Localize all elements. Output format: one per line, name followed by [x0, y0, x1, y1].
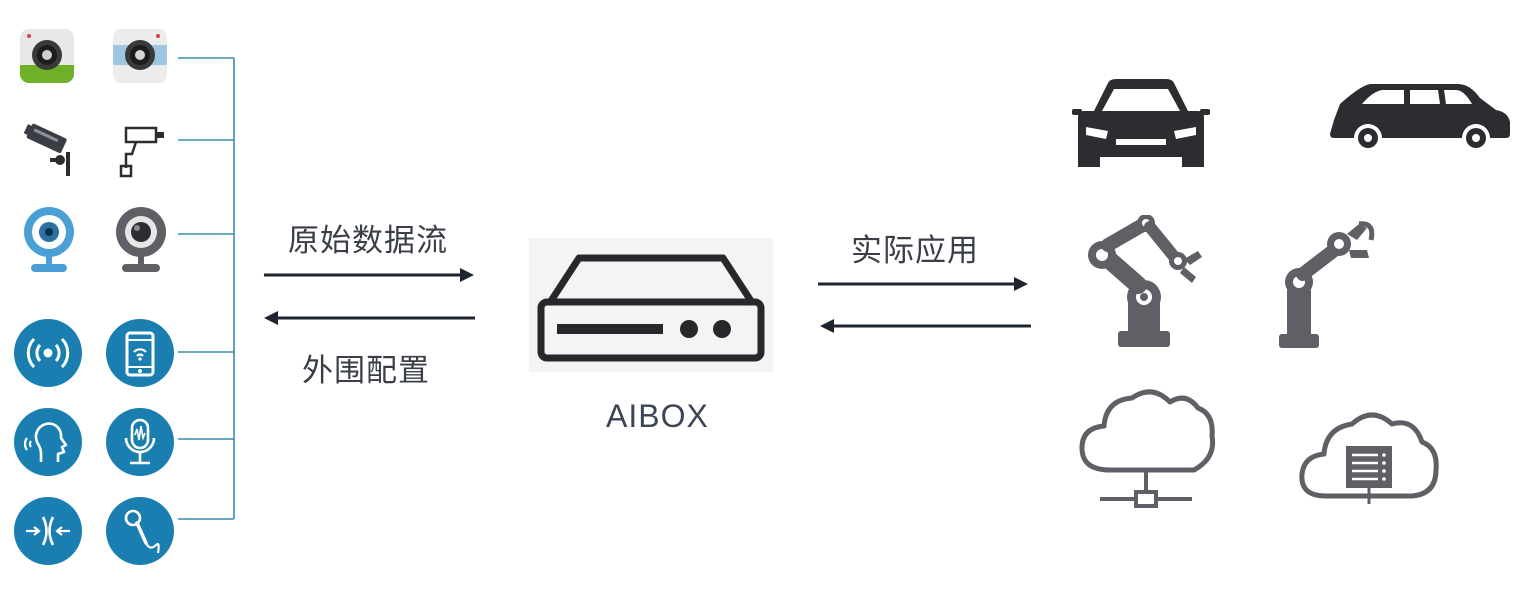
microphone-waveform-icon — [106, 408, 174, 476]
input-bracket — [178, 57, 235, 520]
robot-arm-large-icon — [1088, 215, 1202, 347]
cloud-server-icon — [1299, 412, 1439, 504]
actual-application-label: 实际应用 — [851, 233, 979, 269]
webcam-blue-icon — [24, 207, 74, 272]
voice-head-icon — [14, 408, 82, 476]
raw-data-stream-label: 原始数据流 — [288, 223, 448, 259]
suv-car-icon — [1330, 84, 1510, 152]
left-arrows — [264, 268, 475, 325]
aibox-icon — [537, 254, 765, 362]
sedan-car-icon — [1072, 79, 1210, 167]
handheld-microphone-icon — [106, 497, 174, 565]
right-arrows — [818, 277, 1031, 333]
camera-app-green-icon — [20, 29, 74, 83]
smartphone-wifi-icon — [106, 319, 174, 387]
aibox-label: AIBOX — [606, 398, 709, 434]
sensor-waves-icon — [14, 497, 82, 565]
input-devices — [0, 0, 240, 598]
robot-arm-small-icon — [1279, 221, 1375, 348]
applications — [1060, 60, 1520, 530]
cctv-camera-outline-icon — [119, 126, 164, 178]
camera-app-blue-icon — [113, 29, 167, 83]
aibox-panel — [529, 238, 773, 372]
webcam-gray-icon — [116, 207, 166, 272]
wireless-signal-icon — [14, 319, 82, 387]
cloud-network-icon — [1079, 389, 1216, 508]
cctv-camera-icon — [23, 123, 70, 176]
peripheral-config-label: 外围配置 — [302, 353, 430, 389]
